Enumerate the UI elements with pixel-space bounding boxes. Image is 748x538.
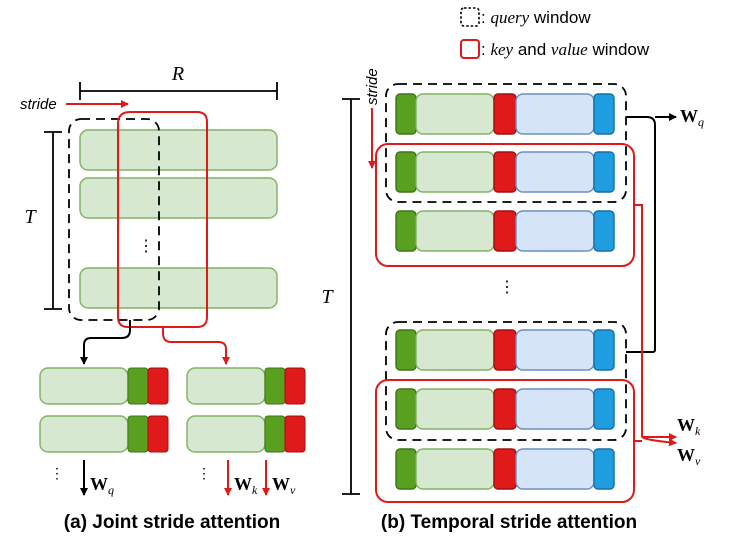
joint-kv-ellipsis: ⋮	[197, 465, 211, 481]
temporal-frame-row	[395, 448, 615, 490]
temporal-frame-row	[395, 388, 615, 430]
temporal-time-dimension: T	[321, 98, 360, 495]
kv-token-block	[186, 367, 266, 405]
joint-token-row	[79, 267, 278, 309]
row-dark-green-cell	[395, 93, 417, 135]
joint-token-row	[79, 177, 278, 219]
row-red-cell	[493, 93, 517, 135]
row-light-green-cell	[415, 329, 495, 371]
temporal-wq-connector	[626, 116, 656, 353]
row-cyan-cell	[593, 329, 615, 371]
temporal-frame-row	[395, 93, 615, 135]
row-cyan-cell	[593, 448, 615, 490]
kv-token-green-cell	[264, 415, 286, 453]
row-cyan-cell	[593, 151, 615, 193]
query-token-red-cell	[147, 415, 169, 453]
row-light-green-cell	[415, 388, 495, 430]
joint-ellipsis: ⋮	[138, 238, 154, 255]
joint-token-row	[79, 129, 278, 171]
row-light-blue-cell	[515, 388, 595, 430]
joint-stride-label: stride	[20, 96, 57, 113]
temporal-frame-row	[395, 151, 615, 193]
kv-token-red-cell	[284, 367, 306, 405]
row-light-green-cell	[415, 151, 495, 193]
temporal-wv-arrow	[641, 436, 677, 447]
joint-query-window	[68, 118, 160, 321]
row-red-cell	[493, 388, 517, 430]
joint-query-ellipsis: ⋮	[50, 465, 64, 481]
row-red-cell	[493, 448, 517, 490]
joint-query-output: ⋮ Wq	[39, 367, 169, 497]
joint-wv-label: Wv	[272, 474, 296, 497]
row-light-blue-cell	[515, 329, 595, 371]
joint-wq-label: Wq	[90, 474, 114, 497]
row-red-cell	[493, 329, 517, 371]
temporal-query-window-bottom	[385, 321, 627, 441]
row-dark-green-cell	[395, 448, 417, 490]
row-light-green-cell	[415, 210, 495, 252]
legend-kv-swatch	[460, 39, 480, 59]
row-dark-green-cell	[395, 151, 417, 193]
joint-time-label: T	[24, 206, 37, 228]
row-red-cell	[493, 210, 517, 252]
legend-query-swatch	[460, 7, 480, 27]
row-light-blue-cell	[515, 151, 595, 193]
temporal-panel: T stride ⋮ Wq Wk Wv (b) Temporal stride …	[321, 68, 704, 533]
temporal-kv-connector	[634, 204, 643, 442]
joint-time-dimension: T	[24, 131, 62, 310]
kv-token-red-cell	[284, 415, 306, 453]
row-dark-green-cell	[395, 329, 417, 371]
row-cyan-cell	[593, 93, 615, 135]
joint-kv-output: ⋮ Wk Wv	[186, 367, 306, 497]
legend: : query window : key and value window	[460, 7, 650, 59]
row-cyan-cell	[593, 388, 615, 430]
joint-panel: R T stride ⋮ ⋮	[20, 63, 306, 533]
row-light-blue-cell	[515, 210, 595, 252]
row-red-cell	[493, 151, 517, 193]
row-light-green-cell	[415, 448, 495, 490]
temporal-ellipsis: ⋮	[499, 279, 515, 296]
temporal-time-label: T	[321, 286, 334, 308]
legend-query-label: : query window	[481, 8, 591, 27]
kv-token-block	[186, 415, 266, 453]
row-dark-green-cell	[395, 210, 417, 252]
row-light-blue-cell	[515, 93, 595, 135]
joint-kv-window	[117, 111, 208, 328]
query-token-green-cell	[127, 367, 149, 405]
joint-caption: (a) Joint stride attention	[64, 512, 280, 533]
kv-token-green-cell	[264, 367, 286, 405]
row-light-green-cell	[415, 93, 495, 135]
temporal-stride-label: stride	[364, 68, 381, 105]
row-dark-green-cell	[395, 388, 417, 430]
row-cyan-cell	[593, 210, 615, 252]
joint-kv-connector	[162, 327, 230, 365]
query-token-red-cell	[147, 367, 169, 405]
joint-query-connector	[80, 320, 131, 365]
range-dimension: R	[79, 63, 278, 100]
temporal-wq-label: Wq	[680, 106, 704, 129]
temporal-wv-label: Wv	[677, 445, 701, 468]
query-token-green-cell	[127, 415, 149, 453]
temporal-wk-label: Wk	[677, 415, 701, 438]
temporal-frame-row	[395, 210, 615, 252]
temporal-caption: (b) Temporal stride attention	[381, 512, 637, 533]
legend-kv-label: : key and value window	[481, 40, 650, 59]
row-light-blue-cell	[515, 448, 595, 490]
joint-wk-label: Wk	[234, 474, 258, 497]
temporal-frame-row	[395, 329, 615, 371]
temporal-query-window-top	[385, 83, 627, 203]
query-token-block	[39, 415, 129, 453]
query-token-block	[39, 367, 129, 405]
temporal-rows	[395, 93, 615, 490]
range-label: R	[171, 63, 184, 85]
